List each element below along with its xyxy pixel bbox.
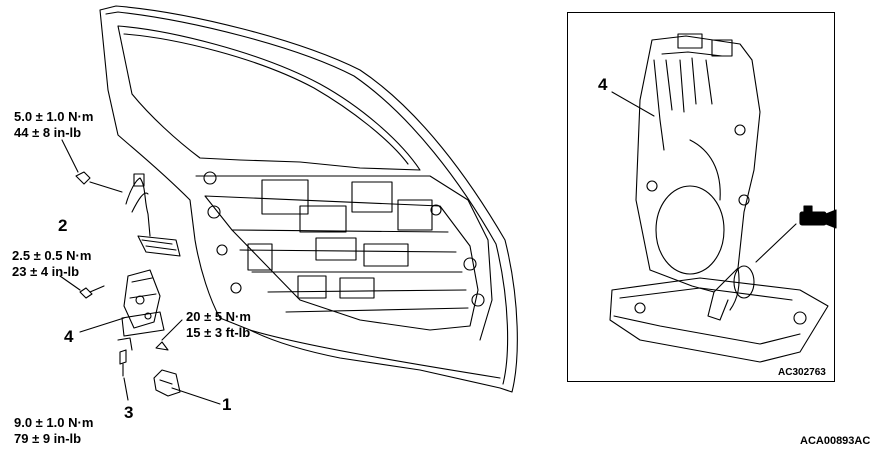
part-4-actuator <box>79 269 165 337</box>
mid-bolt <box>59 275 105 299</box>
upper-bolt-torque-imperial: 44 ± 8 in-lb <box>14 125 82 140</box>
inset-callout-part-4: 4 <box>598 75 608 94</box>
callout-part-4: 4 <box>64 327 74 346</box>
upper-bolt <box>61 139 91 185</box>
part-3-bolt <box>117 337 133 401</box>
inset-code: AC302763 <box>778 367 826 378</box>
figure-code: ACA00893AC <box>800 435 871 447</box>
callout-part-1: 1 <box>222 395 232 414</box>
mid-bolt-torque-imperial: 23 ± 4 in-lb <box>12 264 80 279</box>
inset-actuator-detail <box>609 33 829 363</box>
lower-bolt-torque-metric: 9.0 ± 1.0 N·m <box>14 415 94 430</box>
upper-bolt-torque-metric: 5.0 ± 1.0 N·m <box>14 109 94 124</box>
lower-bolt-torque-imperial: 79 ± 9 in-lb <box>14 431 82 446</box>
tailgate-panel <box>99 5 518 393</box>
part-2-handle <box>89 173 181 257</box>
right-bolt-torque-metric: 20 ± 5 N·m <box>186 309 251 324</box>
part-1-striker <box>153 369 221 405</box>
inset-frame <box>567 12 835 382</box>
callout-part-2: 2 <box>58 216 68 235</box>
right-bolt-torque-imperial: 15 ± 3 ft-lb <box>186 325 251 340</box>
connector-icon <box>799 205 837 229</box>
right-bolt <box>155 319 183 351</box>
callout-part-3: 3 <box>124 403 134 422</box>
mid-bolt-torque-metric: 2.5 ± 0.5 N·m <box>12 248 92 263</box>
